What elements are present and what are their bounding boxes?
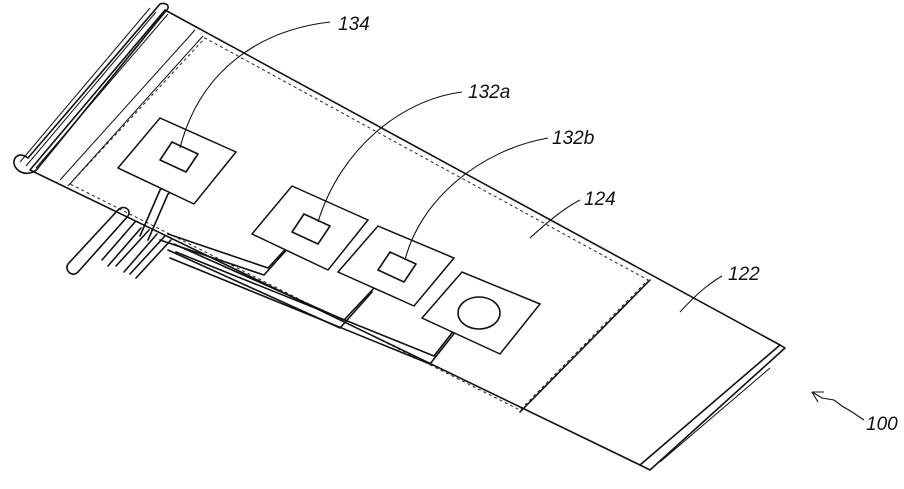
electrode-pad-round — [422, 272, 540, 354]
electrode-pad-132b — [338, 226, 454, 306]
connector-pins — [67, 208, 171, 278]
label-122: 122 — [728, 264, 760, 285]
label-132b: 132b — [552, 128, 594, 149]
end-portion-edge — [640, 345, 785, 470]
label-134: 134 — [338, 14, 370, 35]
label-124: 124 — [584, 189, 616, 210]
label-132a: 132a — [468, 82, 510, 103]
end-portion-divider — [520, 280, 650, 412]
electrode-pad-134 — [118, 118, 236, 204]
label-100: 100 — [866, 414, 898, 435]
